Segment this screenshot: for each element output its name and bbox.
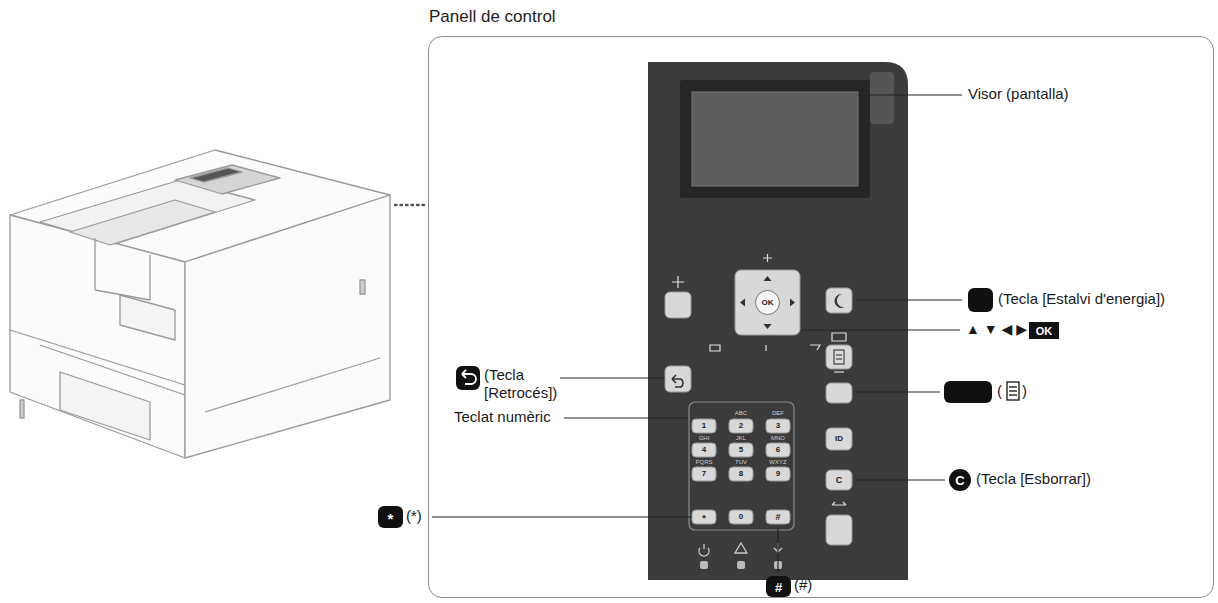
callout-label: (#) [794,576,812,594]
key-text: 9 [776,470,780,478]
key-letters: WXYZ [769,459,786,465]
panel-heading: Panell de control [429,7,556,27]
key-letters: PQRS [695,459,712,465]
callout-label: Teclat numèric [454,408,551,426]
leader-lines [432,95,962,572]
key-letters: MNO [771,435,785,441]
callout-icons [378,288,1059,597]
key [729,467,753,481]
key-text: # [775,513,780,522]
panel-frame: Panell de control [428,36,1214,598]
key [766,467,790,481]
key [692,419,716,433]
key-text: ID [835,435,843,443]
callout-icon-text: OK [1036,325,1053,336]
callout-label: ▲ ▼ ◀ ▶ [966,321,1027,338]
key-text: 6 [776,446,780,454]
key-text: C [836,476,843,485]
key [729,443,753,457]
key [766,419,790,433]
key-text: 0 [739,513,743,521]
printer-illustration [10,150,390,458]
key-text: 5 [739,446,743,454]
key [766,443,790,457]
callout-label: (Tecla [Retrocés]) [484,366,564,402]
callout-label: Visor (pantalla) [968,85,1069,103]
dotted-pointer [395,204,426,207]
key-letters: ABC [735,410,747,416]
key-text: 4 [702,446,706,454]
callout-icon-text: C [955,474,964,487]
callout-icon-text: # [775,580,782,593]
key-text: 3 [776,422,780,430]
key-text: OK [762,299,774,307]
key [766,510,790,524]
key-letters: JKL [736,435,746,441]
callout-label: ) [1022,382,1027,400]
key-letters: GHI [699,435,710,441]
key [729,419,753,433]
key [692,510,716,524]
key-text: 2 [739,422,743,430]
callout-label: (*) [406,507,422,525]
key [692,467,716,481]
control-panel-drawing [648,62,908,580]
key-letters: TUV [735,459,747,465]
key-text: 7 [702,470,706,478]
callout-label: ( [997,382,1002,400]
callout-label: (Tecla [Estalvi d'energia]) [998,290,1165,308]
callout-label: (Tecla [Esborrar]) [976,470,1091,488]
key-text: 8 [739,470,743,478]
callout-icon-text: * [388,511,394,526]
key-letters: DEF [772,410,784,416]
key [729,510,753,524]
key-text: * [702,514,706,523]
key [692,443,716,457]
key-text: 1 [702,422,706,430]
